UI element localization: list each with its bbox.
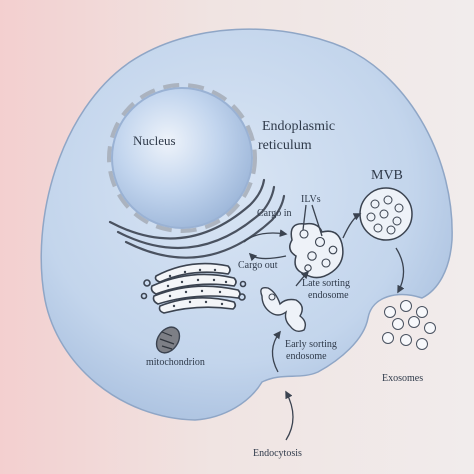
label-mvb: MVB xyxy=(371,168,403,183)
label-cargo-out: Cargo out xyxy=(238,260,278,271)
endoplasmic-reticulum xyxy=(108,178,286,259)
label-early-endosome-line2: endosome xyxy=(286,351,327,362)
ilv-vesicles xyxy=(299,229,338,272)
label-er-line1: Endoplasmic xyxy=(262,119,335,134)
label-nucleus: Nucleus xyxy=(133,133,176,148)
label-cargo-in: Cargo in xyxy=(257,208,292,219)
early-sorting-endosome xyxy=(260,286,307,333)
label-early-endosome-line1: Early sorting xyxy=(285,339,337,350)
late-sorting-endosome xyxy=(289,222,344,279)
label-ilvs: ILVs xyxy=(301,194,321,205)
exosomes xyxy=(382,300,436,350)
mitochondrion xyxy=(155,326,181,354)
label-late-endosome-line2: endosome xyxy=(308,290,349,301)
label-exosomes: Exosomes xyxy=(382,373,423,384)
nuclear-envelope-pores xyxy=(107,83,257,233)
label-endocytosis: Endocytosis xyxy=(253,448,302,459)
label-mitochondrion: mitochondrion xyxy=(146,357,205,368)
golgi-apparatus xyxy=(140,262,247,314)
nucleus xyxy=(111,87,253,229)
label-late-endosome-line1: Late sorting xyxy=(302,278,350,289)
label-er-line2: reticulum xyxy=(258,138,312,153)
mvb xyxy=(359,187,413,241)
pathway-arrows xyxy=(243,204,405,441)
